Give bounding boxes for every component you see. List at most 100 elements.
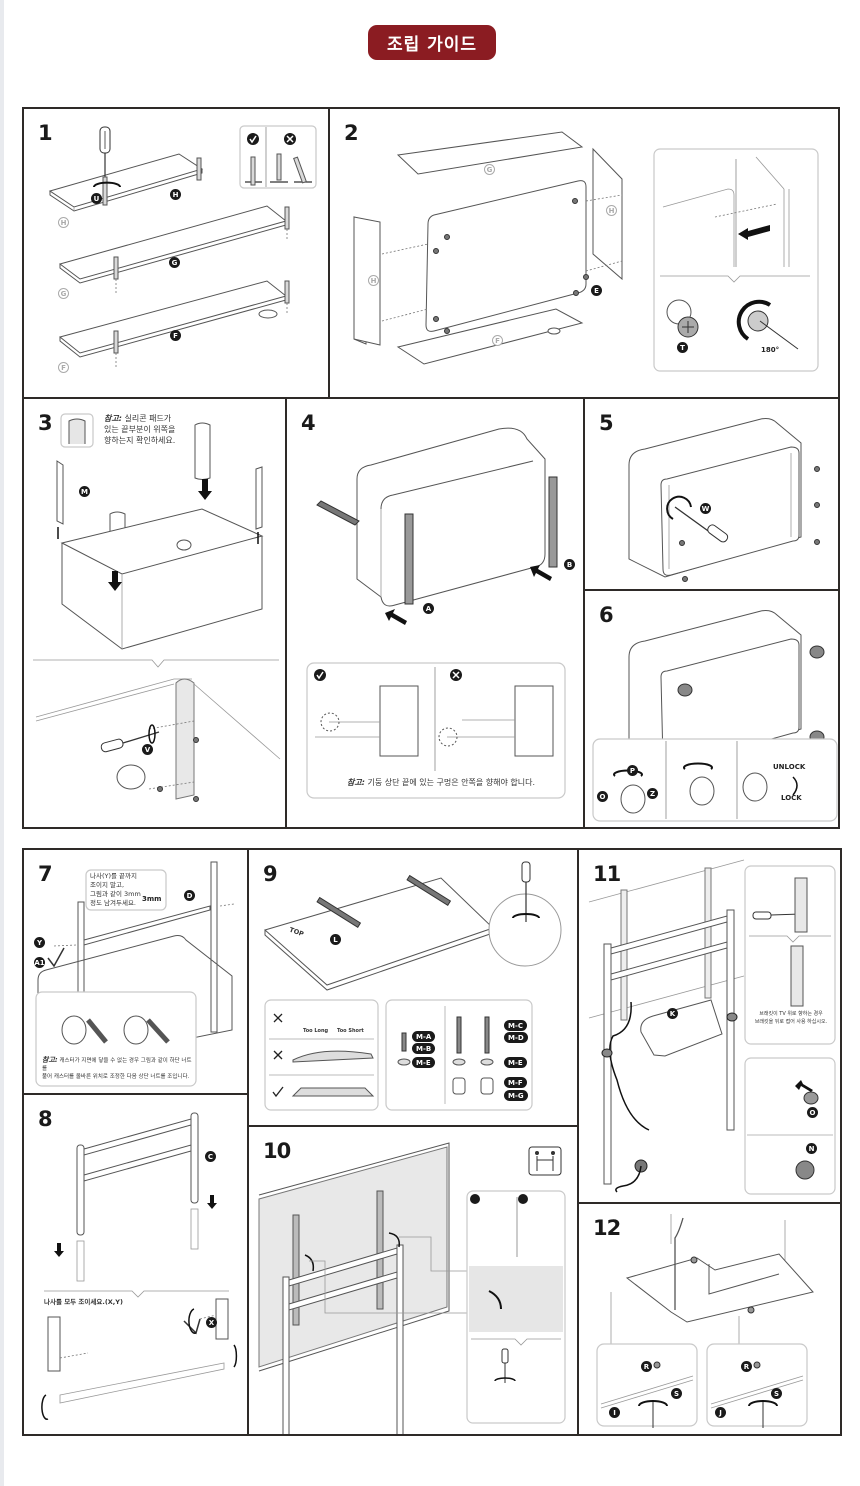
caster-icon: [61, 1015, 149, 1045]
step-8-panel: 8 C X 나사를 모두 조이세요.(X,Y): [22, 1093, 249, 1436]
hardware-label: M-E: [412, 1057, 435, 1068]
down-arrow-icon: [54, 1243, 64, 1257]
knob-icon: [747, 1306, 755, 1314]
part-label-v: V: [142, 744, 153, 755]
arrow-icon: [530, 565, 552, 581]
step-7-note: 참고: 캐스터가 지면에 닿을 수 없는 경우 그림과 같이 하단 너트를 풀어…: [42, 1056, 192, 1081]
part-label-o: O: [807, 1107, 818, 1118]
note-line: 캐스터가 지면에 닿을 수 없는 경우 그림과 같이 하단 너트를: [42, 1058, 192, 1072]
part-label-h: H: [170, 189, 181, 200]
step-6-panel: 6 P O Z UNLOCK LOCK: [583, 589, 840, 829]
note-text: 기둥 상단 끝에 있는 구멍은 안쪽을 향해야 합니다.: [367, 778, 536, 787]
crossbar-d: [83, 905, 211, 946]
part-label-a: A: [423, 603, 434, 614]
left-edge-strip: [0, 0, 4, 1486]
part-label-p: P: [627, 765, 638, 776]
rotation-angle-label: 180°: [761, 346, 780, 354]
cam-lock-icon: [433, 198, 589, 334]
hardware-label: M-F: [504, 1077, 527, 1088]
step-number: 4: [301, 411, 316, 435]
correct-vs-incorrect-box: [239, 125, 317, 189]
part-label-t: T: [677, 342, 688, 353]
faded-label-h-right: H: [606, 205, 617, 216]
down-arrow-icon: [207, 1195, 217, 1209]
callout-line: 나사(Y)를 끝까지: [90, 872, 137, 880]
step-3-note: 참고: 실리콘 패드가 있는 끝부분이 위쪽을 향하는지 확인하세요.: [104, 413, 224, 446]
arrow-icon: [385, 609, 407, 625]
hardware-label: M-D: [504, 1032, 528, 1043]
faded-label-g: G: [58, 288, 69, 299]
hardware-label: M-G: [504, 1090, 528, 1101]
part-label-s: S: [671, 1388, 682, 1399]
curved-arrow-icon: [792, 776, 798, 796]
step-5-panel: 5 W: [583, 397, 840, 591]
correct-check-icon: [470, 1194, 480, 1204]
cable-clip-icon: [601, 1048, 613, 1058]
step-number: 9: [263, 862, 278, 886]
step-4-note: 참고: 기둥 상단 끝에 있는 구멍은 안쪽을 향해야 합니다.: [347, 777, 567, 788]
hardware-label: M-B: [412, 1043, 436, 1054]
back-panel: [425, 180, 587, 332]
note-line: 브래킷이 TV 위로 향하는 경우: [759, 1011, 823, 1017]
step-1-illustration: [48, 125, 317, 367]
part-label-c: C: [205, 1151, 216, 1162]
step-3-illustration: [33, 413, 281, 802]
top-panel: [396, 131, 584, 175]
correct-check-icon: [247, 133, 259, 145]
part-label-r: R: [741, 1361, 752, 1372]
step-number: 2: [344, 121, 359, 145]
cam-bolt-icon: [113, 157, 290, 367]
correct-check-icon: [314, 669, 326, 681]
part-label-w: W: [700, 503, 711, 514]
part-label-o: O: [597, 791, 608, 802]
incorrect-x-icon: [273, 1013, 283, 1060]
unlock-label: UNLOCK: [773, 763, 806, 771]
screw-icon: [679, 466, 820, 582]
rotate-icon: [188, 1308, 197, 1334]
part-label-n: N: [806, 1143, 817, 1154]
step-9-panel: 9: [247, 848, 579, 1127]
part-label-b: B: [564, 559, 575, 570]
part-label-e: E: [591, 285, 602, 296]
hardware-label: M-E: [504, 1057, 527, 1068]
step-number: 7: [38, 862, 53, 886]
rotate-icon: [93, 181, 121, 188]
step-number: 10: [263, 1139, 291, 1163]
pad-cover-icon: [60, 413, 94, 448]
step-number: 5: [599, 411, 614, 435]
hardware-label: M-A: [412, 1031, 436, 1042]
note-prefix: 참고:: [42, 1056, 58, 1064]
part-label-r: R: [641, 1361, 652, 1372]
part-label-z: Z: [647, 788, 658, 799]
allen-key-icon: [47, 947, 65, 968]
screwdriver-icon: [674, 506, 729, 543]
screwdriver-icon: [494, 1348, 516, 1383]
step-11-illustration: [588, 859, 836, 1195]
screwdriver-icon: [512, 861, 540, 922]
note-prefix: 참고:: [347, 778, 365, 787]
rotate-icon: [748, 1400, 778, 1407]
measure-label: 3mm: [142, 895, 162, 903]
part-label-j: J: [715, 1407, 726, 1418]
leg-a: [404, 513, 414, 605]
step-4-panel: 4 A B 참고: 기둥 상단 끝에 있는 구멍은 안쪽을 향해야 합니다.: [285, 397, 585, 829]
detail-inset: [653, 148, 819, 372]
curved-arrow-icon: [388, 1232, 401, 1248]
screwdriver-icon: [99, 126, 111, 206]
step-10-panel: 10: [247, 1125, 579, 1436]
part-label-d: D: [184, 890, 195, 901]
step-number: 8: [38, 1107, 53, 1131]
faded-label-g: G: [484, 164, 495, 175]
step-11-panel: 11 K O N 브래킷이 TV 위로 향하는 경우: [577, 848, 842, 1204]
note-line: 있는 끝부분이 위쪽을: [104, 425, 176, 434]
correct-check-icon: [272, 1086, 284, 1098]
incorrect-x-icon: [518, 1194, 528, 1204]
note-line: 실리콘 패드가: [124, 414, 172, 423]
hardware-label: M-C: [504, 1020, 528, 1031]
page-title: 조립 가이드: [368, 25, 496, 60]
rotate-icon: [736, 299, 772, 341]
step-10-illustration: [258, 1142, 566, 1434]
step-8-instruction: 나사를 모두 조이세요.(X,Y): [44, 1298, 123, 1306]
step-11-note: 브래킷이 TV 위로 향하는 경우 브래킷을 뒤로 접어 사용 하십시오.: [747, 1010, 835, 1026]
faded-label-h: H: [58, 217, 69, 228]
